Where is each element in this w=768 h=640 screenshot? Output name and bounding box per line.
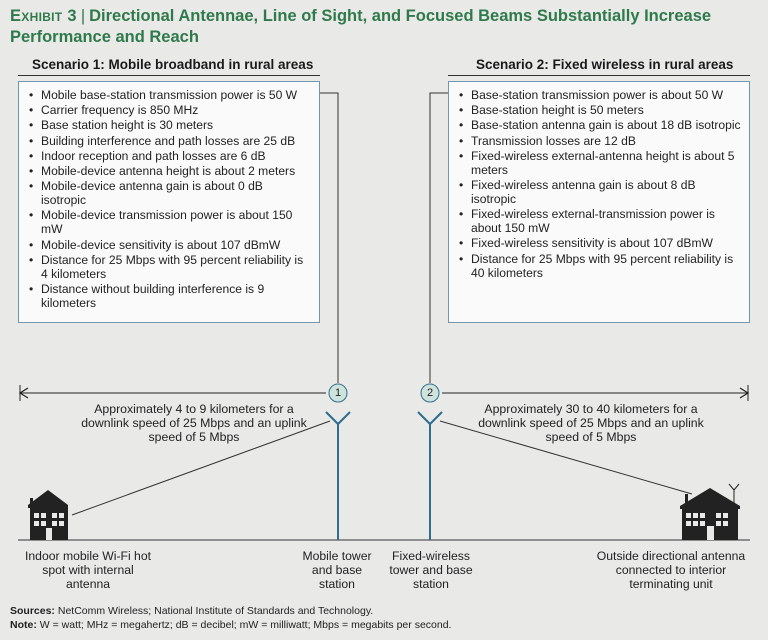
exhibit-label: Exhibit 3 [10,7,77,25]
indoor-hotspot-caption: Indoor mobile Wi-Fi hot spot with intern… [25,549,151,591]
scenario1-item: Mobile base-station transmission power i… [27,88,311,102]
scenario2-connector [429,92,448,383]
scenario1-item: Mobile-device transmission power is abou… [27,208,311,236]
scenario2-box: Base-station transmission power is about… [448,81,750,323]
fixed-tower-caption: Fixed-wireless tower and base station [389,549,473,591]
scenario1-list: Mobile base-station transmission power i… [27,88,311,310]
scenario1-box: Mobile base-station transmission power i… [18,81,320,323]
scenario2-item: Fixed-wireless antenna gain is about 8 d… [457,178,741,206]
fixed-signal-line [439,420,693,495]
scenario1-item: Distance for 25 Mbps with 95 percent rel… [27,253,311,281]
scenario2-item: Distance for 25 Mbps with 95 percent rel… [457,252,741,280]
scenario1-item: Carrier frequency is 850 MHz [27,103,311,117]
note-line: Note: W = watt; MHz = megahertz; dB = de… [10,619,451,632]
sources-line: Sources: NetComm Wireless; National Inst… [10,605,373,618]
fixed-wireless-tower-icon [417,411,443,540]
exhibit-title: Exhibit 3|Directional Antennae, Line of … [10,6,760,48]
marker2-circle [420,383,440,403]
note-label: Note: [10,619,37,631]
outside-antenna-caption: Outside directional antenna connected to… [596,549,746,591]
scenario2-heading: Scenario 2: Fixed wireless in rural area… [476,57,734,72]
scenario1-heading: Scenario 1: Mobile broadband in rural ar… [32,57,314,72]
scenario2-item: Base-station antenna gain is about 18 dB… [457,118,741,132]
marker1-label: 1 [334,387,342,399]
scenario2-item: Fixed-wireless external-antenna height i… [457,149,741,177]
marker2-label: 2 [426,387,434,399]
scenario2-item: Base-station transmission power is about… [457,88,741,102]
sources-label: Sources: [10,605,55,617]
scenario1-item: Mobile-device antenna height is about 2 … [27,164,311,178]
scenario1-item: Indoor reception and path losses are 6 d… [27,149,311,163]
title-separator: | [80,7,86,25]
marker1-circle [328,383,348,403]
scenario2-item: Transmission losses are 12 dB [457,134,741,148]
note-text: W = watt; MHz = megahertz; dB = decibel;… [39,619,452,631]
scenario1-item: Base station height is 30 meters [27,118,311,132]
scenario2-list: Base-station transmission power is about… [457,88,741,280]
scenario1-item: Mobile-device antenna gain is about 0 dB… [27,179,311,207]
scenario1-range-text: Approximately 4 to 9 kilometers for a do… [81,402,307,444]
indoor-house-icon [28,490,68,540]
scenario1-connector [320,92,339,383]
scenario2-item: Base-station height is 50 meters [457,103,741,117]
scenario2-item: Fixed-wireless sensitivity is about 107 … [457,236,741,250]
mobile-tower-caption: Mobile tower and base station [302,549,372,591]
outside-antenna-house-icon [680,483,740,540]
mobile-tower-icon [325,411,351,540]
scenario1-heading-rule [18,75,320,76]
scenario1-item: Mobile-device sensitivity is about 107 d… [27,238,311,252]
sources-text: NetComm Wireless; National Institute of … [57,605,374,617]
scenario2-range-text: Approximately 30 to 40 kilometers for a … [478,402,704,444]
scenario2-item: Fixed-wireless external-transmission pow… [457,207,741,235]
scenario1-item: Building interference and path losses ar… [27,134,311,148]
exhibit-title-text: Directional Antennae, Line of Sight, and… [10,7,712,46]
scenario1-item: Distance without building interference i… [27,282,311,310]
scenario2-heading-rule [448,75,750,76]
mobile-signal-line [71,420,331,516]
